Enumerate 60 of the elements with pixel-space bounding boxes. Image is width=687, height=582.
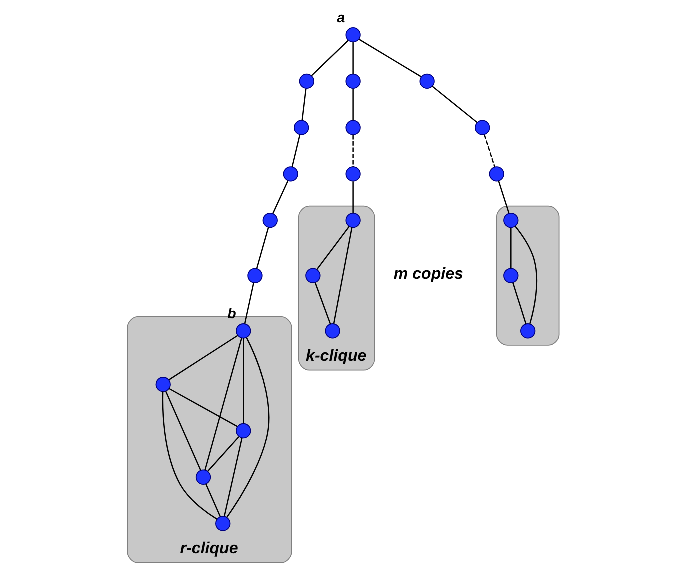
node-circle: [475, 120, 490, 136]
node-circle: [520, 324, 536, 339]
connector: [352, 135, 354, 167]
connector: [514, 226, 538, 324]
cluster: [496, 206, 560, 346]
connector: [358, 38, 422, 78]
node-circle: [325, 324, 340, 339]
label: m copies: [394, 264, 464, 283]
node-circle: [504, 268, 519, 284]
node-circle: [248, 268, 263, 284]
connector: [314, 282, 332, 324]
connector: [244, 282, 254, 324]
connector: [484, 134, 496, 168]
node-circle: [236, 324, 252, 339]
connector: [510, 228, 512, 269]
connector: [352, 88, 354, 121]
node-circle: [346, 28, 361, 43]
cluster: [298, 206, 376, 371]
node-circle: [283, 166, 298, 182]
node-circle: [346, 212, 361, 228]
connector: [432, 86, 478, 124]
connector: [256, 227, 270, 270]
connector: [243, 338, 244, 424]
connector: [316, 226, 350, 270]
node-circle: [504, 212, 519, 228]
node-circle: [294, 120, 310, 136]
connector: [311, 40, 349, 76]
node-circle: [299, 74, 315, 90]
node-circle: [346, 74, 361, 90]
connector: [206, 484, 222, 518]
node-circle: [236, 423, 252, 439]
node-circle: [420, 74, 435, 90]
connector: [352, 42, 354, 74]
node-circle: [306, 268, 321, 284]
node-circle: [216, 516, 231, 532]
connector: [204, 338, 242, 470]
node-circle: [262, 212, 278, 228]
connector: [169, 388, 238, 428]
connector: [292, 134, 301, 168]
node-circle: [196, 470, 212, 485]
node-label: k-clique: [306, 346, 367, 365]
connector: [512, 282, 527, 324]
connector: [208, 436, 240, 472]
connector: [302, 88, 307, 121]
node-label: r-clique: [180, 540, 238, 558]
connector: [224, 438, 243, 517]
node-label: a: [337, 10, 346, 26]
connector: [352, 182, 354, 214]
node-circle: [156, 377, 171, 392]
connector: [165, 391, 202, 471]
connector: [168, 335, 238, 381]
connector: [226, 338, 270, 518]
connector: [498, 181, 510, 214]
node-circle: [346, 120, 361, 136]
node-circle: [489, 166, 504, 182]
connector: [333, 227, 353, 324]
connector: [162, 392, 218, 520]
node-label: b: [228, 306, 236, 322]
node-circle: [346, 166, 361, 182]
connector: [272, 180, 289, 214]
